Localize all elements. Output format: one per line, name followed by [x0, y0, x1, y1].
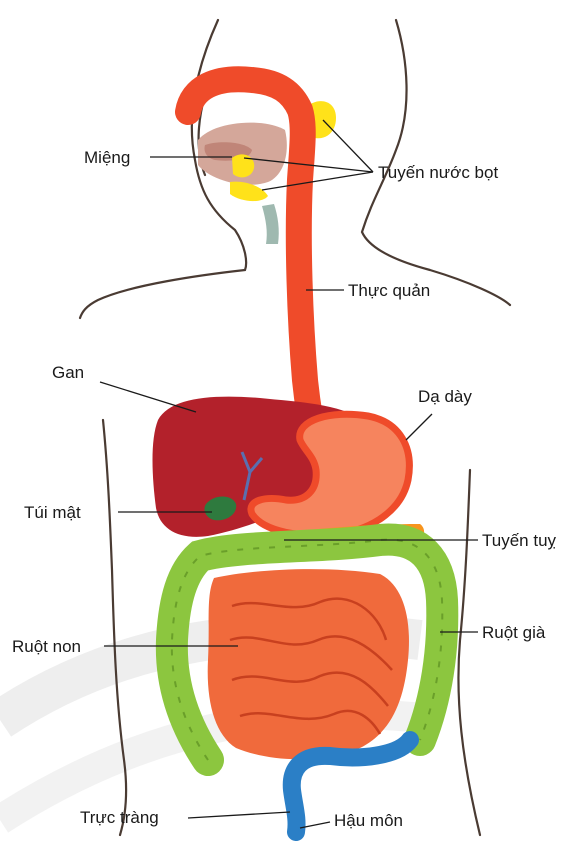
- small-intestine: [208, 569, 409, 759]
- label-tuyen-tuy: Tuyến tuỵ: [482, 531, 557, 550]
- label-ruot-non: Ruột non: [12, 637, 81, 656]
- trachea: [262, 204, 279, 244]
- label-tui-mat: Túi mật: [24, 503, 81, 522]
- label-ruot-gia: Ruột già: [482, 623, 546, 642]
- label-da-day: Dạ dày: [418, 387, 472, 406]
- label-mieng: Miệng: [84, 148, 130, 167]
- label-thuc-quan: Thực quản: [348, 281, 430, 300]
- label-gan: Gan: [52, 363, 84, 382]
- label-truc-trang: Trực tràng: [80, 808, 159, 827]
- label-hau-mon: Hậu môn: [334, 811, 403, 830]
- label-tuyen-nuoc-bot: Tuyến nước bọt: [378, 163, 498, 182]
